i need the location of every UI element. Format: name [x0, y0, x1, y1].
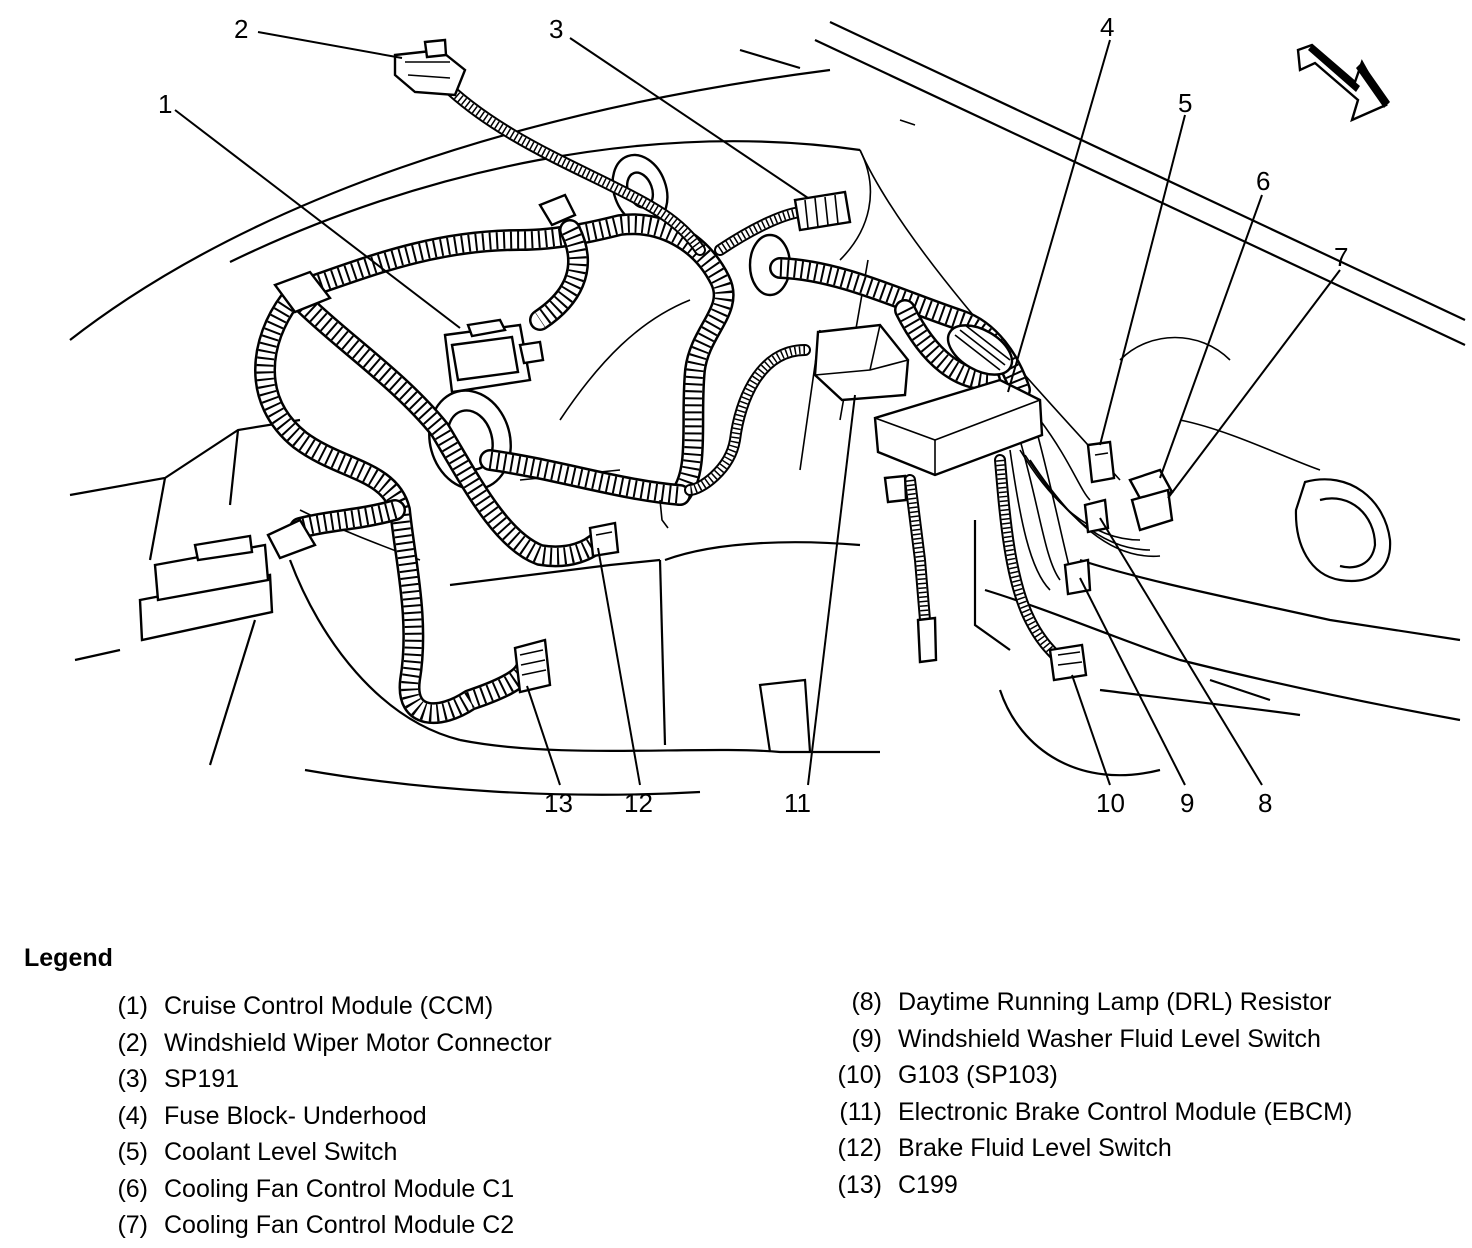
- callout-11: 11: [784, 788, 811, 818]
- legend-item-label: Cooling Fan Control Module C2: [164, 1211, 515, 1239]
- callout-12: 12: [624, 788, 653, 818]
- legend-item-number: (5): [117, 1138, 148, 1166]
- legend-column-right: (8) Daytime Running Lamp (DRL) Resistor …: [820, 988, 1353, 1208]
- legend-item-number: (2): [117, 1028, 148, 1057]
- callout-3: 3: [549, 14, 563, 44]
- legend-item-number: (10): [837, 1061, 882, 1089]
- legend-item-label: Windshield Washer Fluid Level Switch: [898, 1024, 1321, 1053]
- legend-item: (11) Electronic Brake Control Module (EB…: [820, 1098, 1352, 1135]
- coolant-level-switch-part: [1086, 440, 1116, 484]
- legend-item-label: Daytime Running Lamp (DRL) Resistor: [898, 988, 1332, 1016]
- engine-compartment-diagram: 1 2 3 4 5 6 7 8 9 10 11 12 13: [69, 12, 1466, 818]
- lower-left-relay-block: [138, 518, 317, 642]
- harness-left-connector: [273, 193, 577, 314]
- legend-item-number: (3): [117, 1065, 148, 1093]
- legend-item: (1) Cruise Control Module (CCM): [86, 992, 552, 1029]
- callout-labels: 1 2 3 4 5 6 7 8 9 10 11 12 13: [158, 12, 1348, 818]
- cruise-control-module-part: [443, 318, 545, 394]
- legend-item-number: (11): [839, 1097, 882, 1126]
- callout-5: 5: [1178, 88, 1192, 118]
- legend-item-number: (7): [117, 1211, 148, 1239]
- legend-title: Legend: [24, 944, 113, 972]
- legend: Legend (1) Cruise Control Module (CCM) (…: [0, 930, 1472, 1246]
- wiring-harness: [254, 213, 1031, 724]
- lower-right-components: [883, 474, 1110, 682]
- legend-item: (8) Daytime Running Lamp (DRL) Resistor: [820, 988, 1352, 1025]
- legend-column-left: (1) Cruise Control Module (CCM) (2) Wind…: [86, 992, 552, 1248]
- sp191-connector-part: [793, 190, 852, 232]
- callout-2: 2: [234, 14, 248, 44]
- vehicle-body-outline: [69, 21, 1466, 796]
- cooling-fan-control-module-connectors: [1128, 468, 1174, 532]
- legend-item-label: Brake Fluid Level Switch: [898, 1134, 1172, 1162]
- c199-connector-part: [513, 638, 552, 694]
- legend-item-number: (6): [117, 1174, 148, 1203]
- legend-item: (9) Windshield Washer Fluid Level Switch: [820, 1025, 1352, 1062]
- legend-item-number: (13): [837, 1170, 882, 1199]
- legend-item: (4) Fuse Block- Underhood: [86, 1102, 552, 1139]
- legend-item-label: C199: [898, 1170, 958, 1199]
- callout-7: 7: [1334, 242, 1348, 272]
- callout-4: 4: [1100, 12, 1114, 42]
- callout-10: 10: [1096, 788, 1125, 818]
- callout-8: 8: [1258, 788, 1272, 818]
- legend-item-label: SP191: [164, 1065, 240, 1093]
- legend-item: (13) C199: [820, 1171, 1352, 1208]
- legend-item-number: (9): [851, 1024, 882, 1053]
- legend-item-label: Cooling Fan Control Module C1: [164, 1174, 515, 1203]
- callout-13: 13: [544, 788, 573, 818]
- legend-item-number: (4): [117, 1101, 148, 1130]
- brake-fluid-level-switch-part: [588, 499, 669, 558]
- legend-item-label: G103 (SP103): [898, 1061, 1058, 1089]
- leader-lines: [174, 31, 1341, 786]
- legend-item: (2) Windshield Wiper Motor Connector: [86, 1028, 552, 1066]
- wiper-motor-connector-part: [393, 38, 467, 97]
- legend-item: (3) SP191: [86, 1065, 552, 1102]
- legend-item: (12) Brake Fluid Level Switch: [820, 1134, 1352, 1171]
- legend-item-label: Cruise Control Module (CCM): [164, 992, 494, 1020]
- legend-item-number: (8): [851, 988, 882, 1016]
- legend-item-label: Coolant Level Switch: [164, 1138, 398, 1166]
- legend-item: (6) Cooling Fan Control Module C1: [86, 1175, 552, 1212]
- legend-item-number: (12): [837, 1134, 882, 1162]
- legend-item-label: Electronic Brake Control Module (EBCM): [898, 1097, 1353, 1126]
- legend-item-label: Windshield Wiper Motor Connector: [164, 1028, 552, 1057]
- fuse-block-part: [873, 324, 1044, 477]
- ebcm-part: [813, 323, 910, 402]
- legend-item: (5) Coolant Level Switch: [86, 1138, 552, 1175]
- legend-item-label: Fuse Block- Underhood: [164, 1101, 427, 1130]
- legend-item: (10) G103 (SP103): [820, 1061, 1352, 1098]
- callout-6: 6: [1256, 166, 1270, 196]
- legend-item-number: (1): [117, 992, 148, 1020]
- direction-arrow-icon: [1296, 43, 1390, 123]
- wires: [434, 74, 1161, 666]
- callout-1: 1: [158, 89, 172, 119]
- callout-9: 9: [1180, 788, 1194, 818]
- legend-item: (7) Cooling Fan Control Module C2: [86, 1211, 552, 1248]
